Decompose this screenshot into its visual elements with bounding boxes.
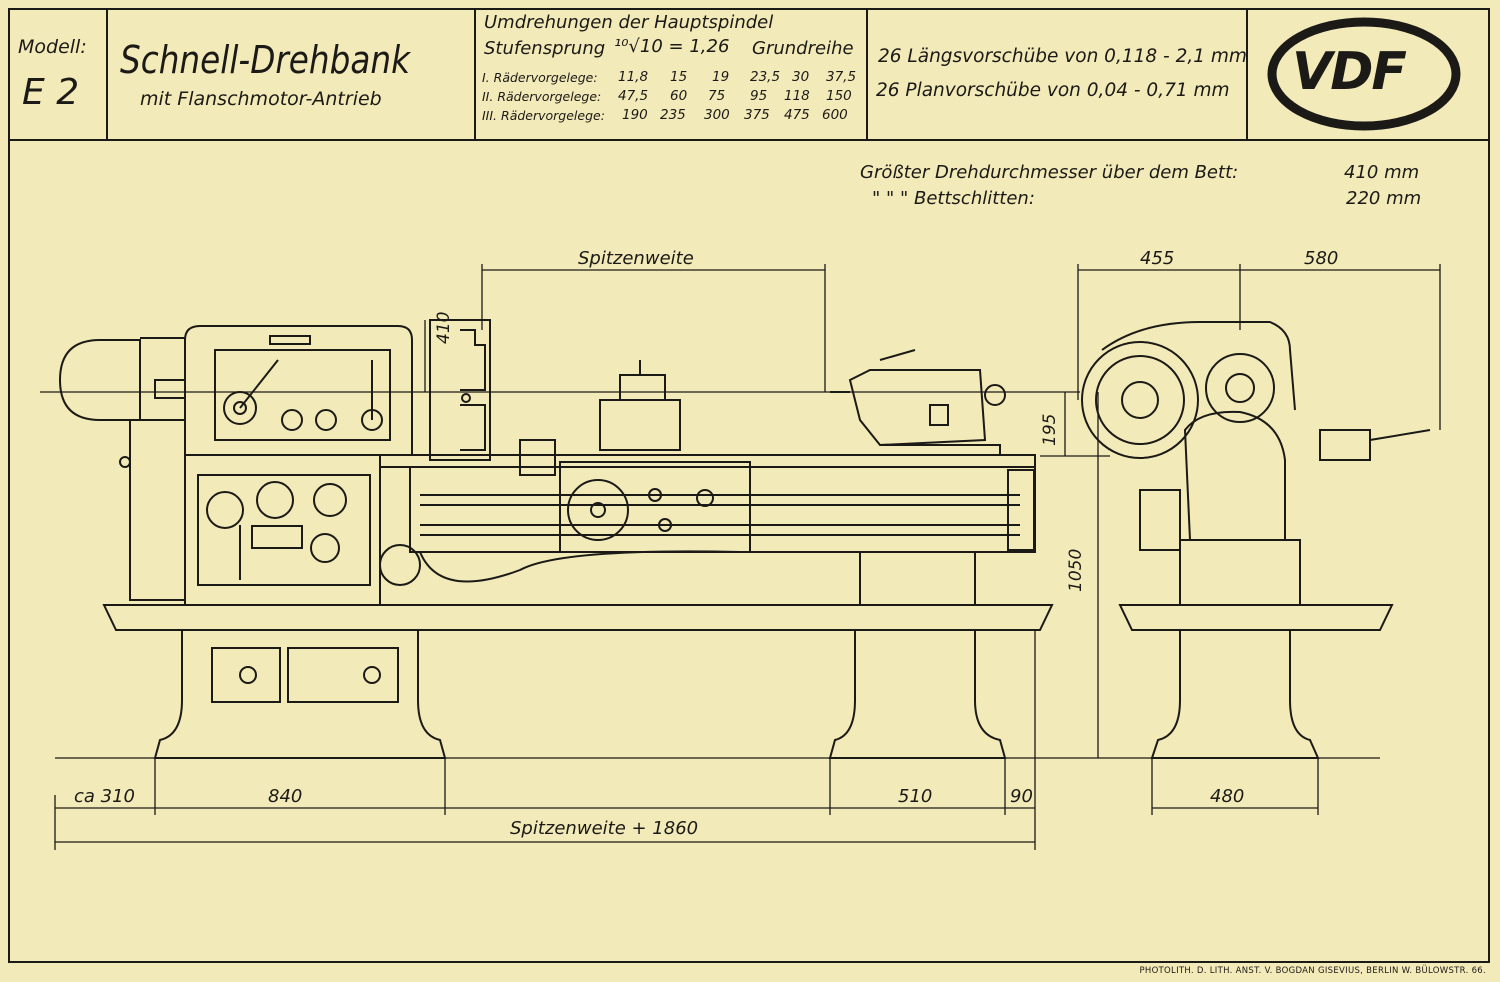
dim-510: 510 [898,786,933,807]
dim-overall: Spitzenweite + 1860 [510,818,699,839]
lathe-front-view [58,319,1054,759]
dimension-lines [40,264,1441,850]
speed-value: 375 [744,107,770,123]
model-label: Modell: [18,36,87,58]
speed-value: 15 [670,69,688,85]
flange-motor [58,337,186,601]
speed-value: 60 [670,88,688,104]
speed-value: 19 [712,69,730,85]
speeds-step-label: Stufensprung [484,38,606,59]
cabinet-stand-right [828,629,1007,759]
dim-1050: 1050 [1066,548,1086,592]
gearbox [184,454,381,606]
speed-value: 118 [784,88,810,104]
speeds-cell [476,8,868,140]
lathe-side-view [1081,321,1431,759]
dim-840: 840 [268,786,303,807]
speed-value: 47,5 [618,88,649,104]
tailstock [830,349,1006,455]
machine-subtitle: mit Flanschmotor-Antrieb [140,88,382,110]
speed-value: 37,5 [826,69,857,85]
machine-name: Schnell-Drehbank [120,38,411,82]
model-value: E 2 [22,72,80,113]
dim-580: 580 [1304,248,1339,269]
speed-value: 11,8 [618,69,649,85]
chuck [429,319,491,461]
speed-value: 75 [708,88,726,104]
speeds-heading: Umdrehungen der Hauptspindel [484,12,774,33]
dim-195: 195 [1040,413,1060,446]
carriage [519,360,751,553]
speed-value: 190 [622,107,648,123]
speed-value: 23,5 [750,69,781,85]
speed-value: 30 [792,69,810,85]
cabinet-stand-left [153,629,447,759]
printer-credit: PHOTOLITH. D. LITH. ANST. V. BOGDAN GISE… [1139,966,1486,976]
name-cell [108,8,476,140]
dim-410: 410 [434,311,454,344]
dim-455: 455 [1140,248,1175,269]
feed-longitudinal: 26 Längsvorschübe von 0,118 - 2,1 mm [878,46,1247,67]
vdf-logo: VDF [1292,42,1407,102]
base-tray [102,604,1054,631]
speed-row-label: III. Rädervorgelege: [482,108,605,123]
dim-spitzenweite: Spitzenweite [578,248,694,269]
spec-line1-value: 410 mm [1344,162,1420,183]
speed-value: 235 [660,107,686,123]
speed-row-label: II. Rädervorgelege: [482,89,602,104]
lathe-bed [379,454,1036,605]
dim-480: 480 [1210,786,1245,807]
speeds-grundreihe: Grundreihe [752,38,854,59]
speed-value: 475 [784,107,810,123]
feed-cross: 26 Planvorschübe von 0,04 - 0,71 mm [876,80,1230,101]
feeds-cell [868,8,1248,140]
spec-line2-value: 220 mm [1346,188,1422,209]
speed-row-label: I. Rädervorgelege: [482,70,598,85]
handwheel [379,544,421,586]
dim-90: 90 [1010,786,1033,807]
spec-line2-label: " " " Bettschlitten: [872,188,1035,209]
speed-value: 150 [826,88,852,104]
dim-ca310: ca 310 [74,786,136,807]
speed-value: 300 [704,107,730,123]
model-cell [8,8,108,140]
speed-value: 600 [822,107,848,123]
drawing-frame [8,8,1490,963]
speed-value: 95 [750,88,768,104]
headstock [184,325,413,456]
title-block-divider [8,139,1490,141]
speeds-step-formula: ¹⁰√10 = 1,26 [614,36,730,57]
spec-line1-label: Größter Drehdurchmesser über dem Bett: [860,162,1239,183]
